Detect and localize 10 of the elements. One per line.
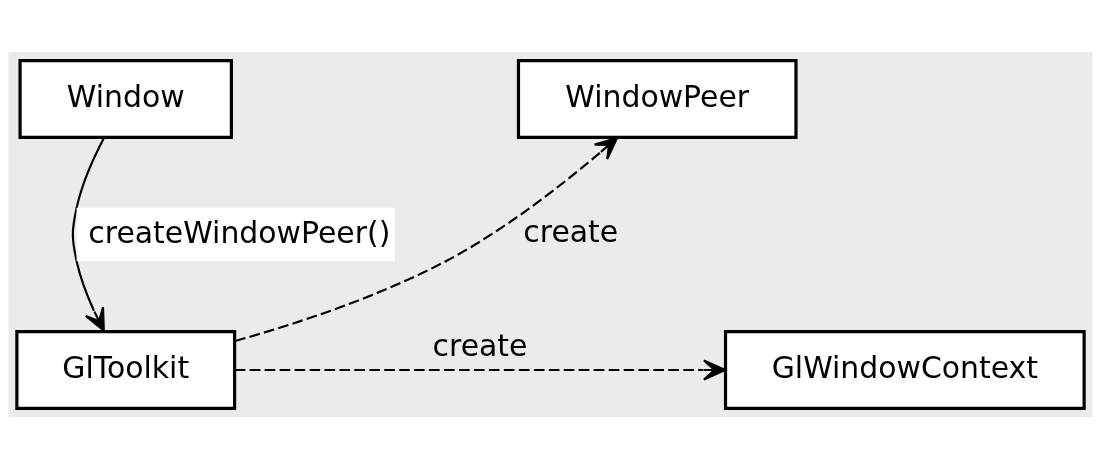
edge-label: create (432, 327, 528, 363)
node-box: WindowPeer (516, 58, 798, 139)
node-box: GlToolkit (15, 329, 237, 410)
node-box: GlWindowContext (723, 329, 1086, 410)
node-box: Window (18, 58, 233, 139)
arrow (71, 137, 105, 332)
arrow (234, 358, 727, 381)
edge-label: create (523, 213, 619, 249)
arrow (235, 136, 619, 342)
edge-label: createWindowPeer() (88, 214, 391, 250)
